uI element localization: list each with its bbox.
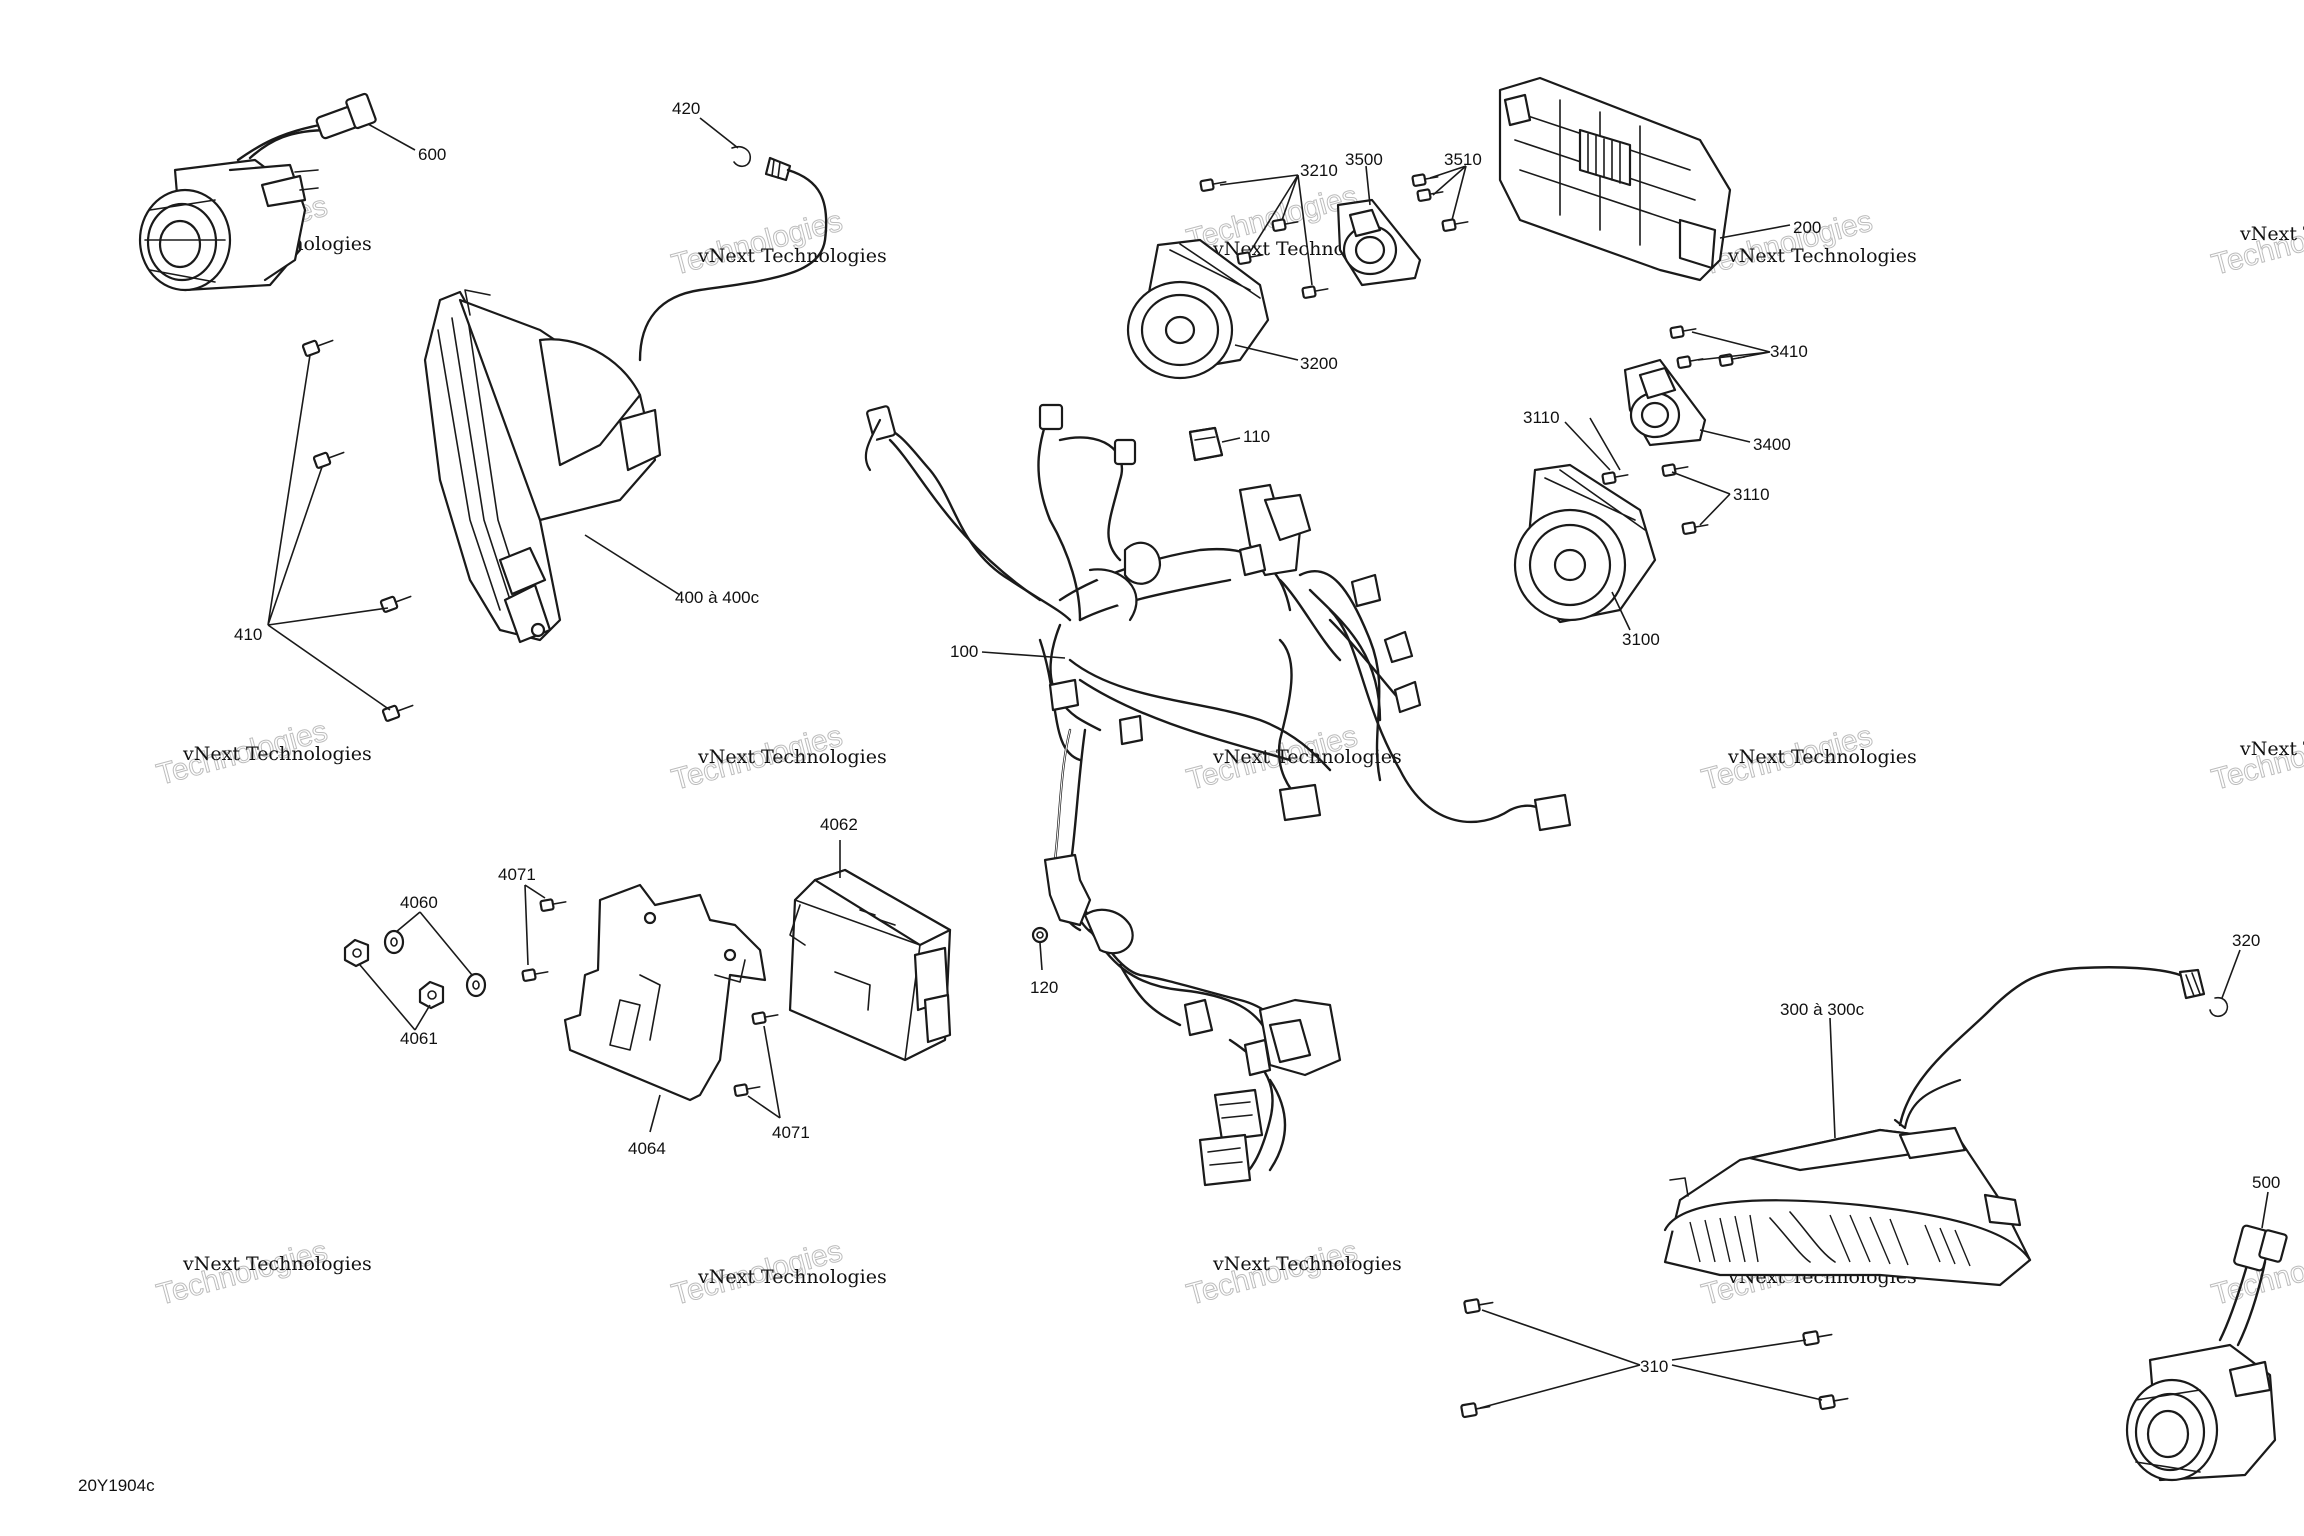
leader-310 [1479, 1309, 1823, 1409]
gauge-cluster-200 [1498, 76, 1732, 282]
cable-420 [638, 145, 828, 362]
callout-3110b: 3110 [1733, 485, 1770, 504]
callout-420: 420 [672, 99, 700, 118]
screws-3110 [1601, 463, 1709, 535]
clip-110 [1188, 426, 1224, 462]
callout-3510: 3510 [1444, 150, 1482, 169]
screws-3410 [1669, 325, 1746, 369]
watermark-text: vNext Technologies [1212, 746, 1402, 768]
leader-4064 [649, 1094, 661, 1133]
watermark-text: vNext Technologies [697, 245, 887, 267]
leader-400 [584, 534, 681, 596]
callout-4071b: 4071 [772, 1123, 810, 1142]
watermark-text: vNext Technologies [182, 1253, 372, 1275]
leader-3400 [1699, 429, 1751, 443]
module-4062 [788, 868, 952, 1062]
callout-410: 410 [234, 625, 262, 644]
tweeter-3500 [1336, 198, 1422, 287]
watermark-big: Technologies [668, 205, 846, 282]
watermark-text: vNext Technologies [1727, 245, 1917, 267]
watermark-text: vNext Technologies [697, 1266, 887, 1288]
callout-3210: 3210 [1300, 161, 1338, 180]
callout-100: 100 [950, 642, 978, 661]
screws-3510 [1411, 173, 1469, 232]
callout-500: 500 [2252, 1173, 2280, 1192]
callout-4061: 4061 [400, 1029, 438, 1048]
callout-200: 200 [1793, 218, 1821, 237]
screws-310 [1460, 1298, 1849, 1419]
fog-lamp-600 [138, 92, 377, 292]
screws-410 [301, 339, 414, 722]
washers-4060 [383, 929, 487, 998]
leader-3510 [1429, 165, 1467, 221]
speaker-3200 [1126, 238, 1270, 380]
leader-110 [1221, 437, 1241, 443]
callout-4060: 4060 [400, 893, 438, 912]
fog-lamp-500 [2125, 1224, 2288, 1482]
callout-400: 400 à 400c [675, 588, 760, 607]
callout-3100: 3100 [1622, 630, 1660, 649]
leader-3200 [1234, 344, 1299, 361]
callout-110: 110 [1243, 427, 1270, 446]
leader-200 [1719, 224, 1791, 239]
watermark-text: vNext Technologies [1727, 746, 1917, 768]
callout-3500: 3500 [1345, 150, 1383, 169]
callout-3400: 3400 [1753, 435, 1791, 454]
cable-320 [1898, 966, 2229, 1127]
leader-3100 [1611, 591, 1631, 631]
leader-500 [2261, 1191, 2269, 1229]
nut-120 [1031, 926, 1049, 944]
leader-4071a [524, 884, 546, 966]
watermark-text: vNext Technologies [2239, 738, 2304, 760]
leader-100 [981, 651, 1066, 659]
callout-320: 320 [2232, 931, 2260, 950]
headlamp-400 [423, 289, 662, 644]
leader-3210 [1219, 174, 1313, 286]
watermark-text: vNext Technologies [182, 743, 372, 765]
watermark-text: vNext Technologies [697, 746, 887, 768]
leader-120 [1039, 942, 1043, 971]
bracket-4064 [563, 883, 767, 1102]
nuts-4061 [343, 938, 445, 1010]
screws-3210 [1199, 178, 1329, 299]
callout-3200: 3200 [1300, 354, 1338, 373]
watermark-text: vNext Technologies [2239, 223, 2304, 245]
callout-4062: 4062 [820, 815, 858, 834]
leader-3500 [1365, 165, 1371, 206]
leader-300 [1829, 1017, 1836, 1139]
headlamp-300 [1663, 1078, 2032, 1287]
leader-410 [267, 354, 391, 711]
callout-4071a: 4071 [498, 865, 536, 884]
wiring-harness-100 [864, 403, 1572, 1187]
leader-320 [2221, 949, 2241, 999]
callout-3410: 3410 [1770, 342, 1808, 361]
leader-4061 [359, 964, 431, 1031]
drawing-id: 20Y1904c [78, 1476, 155, 1495]
callout-310: 310 [1640, 1357, 1668, 1376]
speaker-3100 [1513, 463, 1657, 624]
leader-3410 [1691, 331, 1771, 361]
leader-420 [699, 117, 739, 149]
callout-300: 300 à 300c [1780, 1000, 1865, 1019]
leader-4071b [747, 1025, 781, 1119]
leader-3110a [1564, 417, 1621, 471]
callout-4064: 4064 [628, 1139, 666, 1158]
leader-3110b [1671, 471, 1731, 526]
callout-3110a: 3110 [1523, 408, 1560, 427]
screws-4071 [521, 898, 779, 1097]
leader-600 [367, 123, 416, 151]
callout-120: 120 [1030, 978, 1058, 997]
leader-4060 [395, 911, 473, 976]
callout-600: 600 [418, 145, 446, 164]
watermark-text: vNext Technologies [1212, 1253, 1402, 1275]
tweeter-3400 [1623, 358, 1707, 447]
